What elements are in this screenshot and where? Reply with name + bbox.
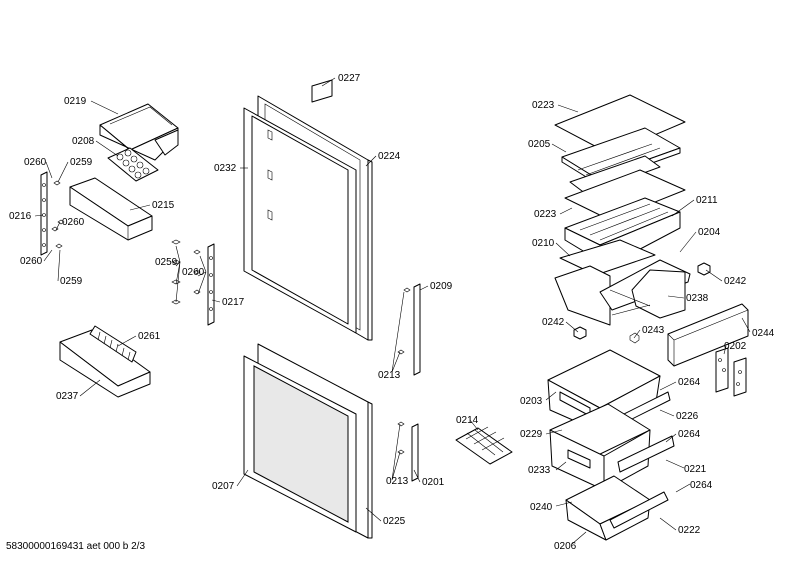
label-0206: 0206 <box>554 541 577 552</box>
label-0219: 0219 <box>64 96 87 107</box>
label-0223: 0223 <box>534 209 557 220</box>
part-0217-side-rail <box>171 239 215 326</box>
label-0211: 0211 <box>696 195 718 206</box>
part-labels: 0227 0219 0208 0260 0259 0216 0215 0260 … <box>9 73 775 552</box>
label-0209: 0209 <box>430 281 453 292</box>
label-0243: 0243 <box>642 325 665 336</box>
label-0238: 0238 <box>686 293 709 304</box>
leader-lines <box>34 77 751 545</box>
label-0264: 0264 <box>678 429 701 440</box>
label-0261: 0261 <box>138 331 161 342</box>
label-0202: 0202 <box>724 341 747 352</box>
label-0205: 0205 <box>528 139 551 150</box>
part-0216-side-rail <box>40 171 65 256</box>
part-0222-drawer-front <box>609 491 669 529</box>
part-0227-label <box>311 79 333 103</box>
label-0260: 0260 <box>182 267 205 278</box>
label-0216: 0216 <box>9 211 32 222</box>
part-0237-bottle-shelf <box>59 325 151 398</box>
label-0201: 0201 <box>422 477 445 488</box>
label-0215: 0215 <box>152 200 175 211</box>
label-0208: 0208 <box>72 136 95 147</box>
label-0259: 0259 <box>70 157 93 168</box>
document-id-footer: 58300000169431 aet 000 b 2/3 <box>6 541 146 552</box>
part-0232-upper-gasket <box>243 107 357 334</box>
part-0243-clip <box>629 332 640 344</box>
label-0224: 0224 <box>378 151 401 162</box>
part-0207-lower-gasket <box>243 355 357 533</box>
part-0223-glass-middle <box>564 169 686 221</box>
label-0260: 0260 <box>24 157 47 168</box>
label-0213: 0213 <box>386 476 409 487</box>
part-0204-crisper-frame <box>554 259 691 326</box>
label-0232: 0232 <box>214 163 237 174</box>
label-0203: 0203 <box>520 396 543 407</box>
label-0240: 0240 <box>530 502 553 513</box>
label-0244: 0244 <box>752 328 775 339</box>
label-0264: 0264 <box>678 377 701 388</box>
label-0213: 0213 <box>378 370 401 381</box>
label-0229: 0229 <box>520 429 543 440</box>
label-0214: 0214 <box>456 415 479 426</box>
part-0244-front-panel <box>667 303 749 367</box>
part-0202-labels <box>715 347 747 397</box>
label-0221: 0221 <box>684 464 707 475</box>
part-0223-glass-top <box>554 94 686 155</box>
label-0227: 0227 <box>338 73 361 84</box>
label-0223: 0223 <box>532 100 555 111</box>
label-0260: 0260 <box>62 217 85 228</box>
label-0259: 0259 <box>60 276 83 287</box>
part-0209-upper-hinge-cover <box>397 283 421 376</box>
part-0205-shelf <box>561 127 681 195</box>
part-0214-ice-tray <box>455 426 513 465</box>
label-0225: 0225 <box>383 516 406 527</box>
part-0215-door-shelf <box>69 177 153 241</box>
label-0204: 0204 <box>698 227 721 238</box>
part-0208-egg-tray <box>107 147 159 182</box>
label-0260: 0260 <box>20 256 43 267</box>
label-0233: 0233 <box>528 465 551 476</box>
label-0226: 0226 <box>676 411 699 422</box>
label-0207: 0207 <box>212 481 235 492</box>
label-0222: 0222 <box>678 525 701 536</box>
label-0217: 0217 <box>222 297 245 308</box>
part-0221-drawer-front <box>617 435 675 473</box>
label-0210: 0210 <box>532 238 555 249</box>
label-0237: 0237 <box>56 391 79 402</box>
label-0242: 0242 <box>542 317 565 328</box>
part-0242-clips <box>573 262 711 340</box>
label-0264: 0264 <box>690 480 713 491</box>
label-0242: 0242 <box>724 276 747 287</box>
label-0259: 0259 <box>155 257 178 268</box>
